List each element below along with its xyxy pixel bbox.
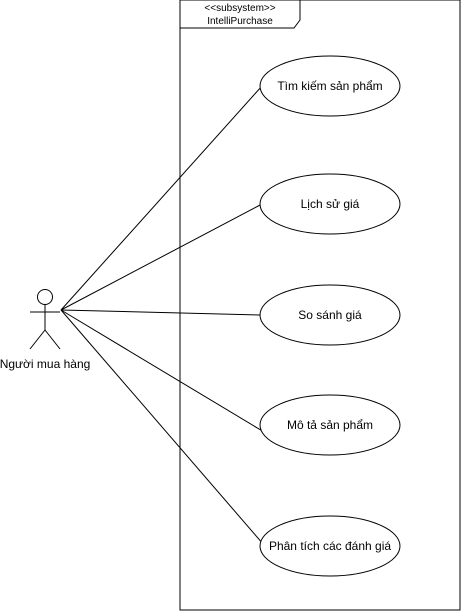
use-case-compare-price[interactable]: So sánh giá bbox=[259, 284, 401, 346]
use-case-ellipse bbox=[259, 55, 401, 117]
use-case-label: Lịch sử giá bbox=[301, 197, 360, 211]
use-case-price-history[interactable]: Lịch sử giá bbox=[259, 173, 401, 235]
actor-right-leg bbox=[44, 329, 61, 350]
association-line bbox=[60, 203, 263, 311]
use-case-label: So sánh giá bbox=[298, 308, 362, 322]
use-case-label: Tìm kiếm sản phẩm bbox=[277, 79, 382, 93]
actor-name: Người mua hàng bbox=[0, 357, 90, 371]
use-case-analyze-reviews[interactable]: Phân tích các đánh giá bbox=[259, 515, 401, 577]
use-case-label: Mô tả sản phẩm bbox=[287, 418, 373, 432]
association-line bbox=[60, 309, 261, 316]
use-case-ellipse bbox=[259, 394, 401, 456]
subsystem-tab bbox=[179, 0, 301, 29]
subsystem-stereotype: <<subsystem>> bbox=[204, 3, 275, 14]
association-line bbox=[60, 309, 271, 553]
subsystem-name: IntelliPurchase bbox=[207, 16, 273, 27]
use-case-describe-product[interactable]: Mô tả sản phẩm bbox=[259, 394, 401, 456]
actor-head bbox=[37, 289, 53, 305]
use-case-ellipse bbox=[259, 173, 401, 235]
use-case-ellipse bbox=[259, 515, 401, 577]
subsystem-boundary: <<subsystem>> IntelliPurchase bbox=[179, 0, 461, 611]
actor-left-leg bbox=[29, 329, 46, 350]
subsystem-frame bbox=[179, 0, 461, 611]
association-line bbox=[60, 85, 263, 311]
use-case-label: Phân tích các đánh giá bbox=[269, 539, 391, 553]
actor[interactable]: Người mua hàng bbox=[0, 289, 90, 372]
associations bbox=[60, 85, 271, 553]
actor-icon bbox=[29, 289, 61, 350]
use-case-ellipse bbox=[259, 284, 401, 346]
association-line bbox=[60, 309, 265, 433]
use-case-search-product[interactable]: Tìm kiếm sản phẩm bbox=[259, 55, 401, 117]
